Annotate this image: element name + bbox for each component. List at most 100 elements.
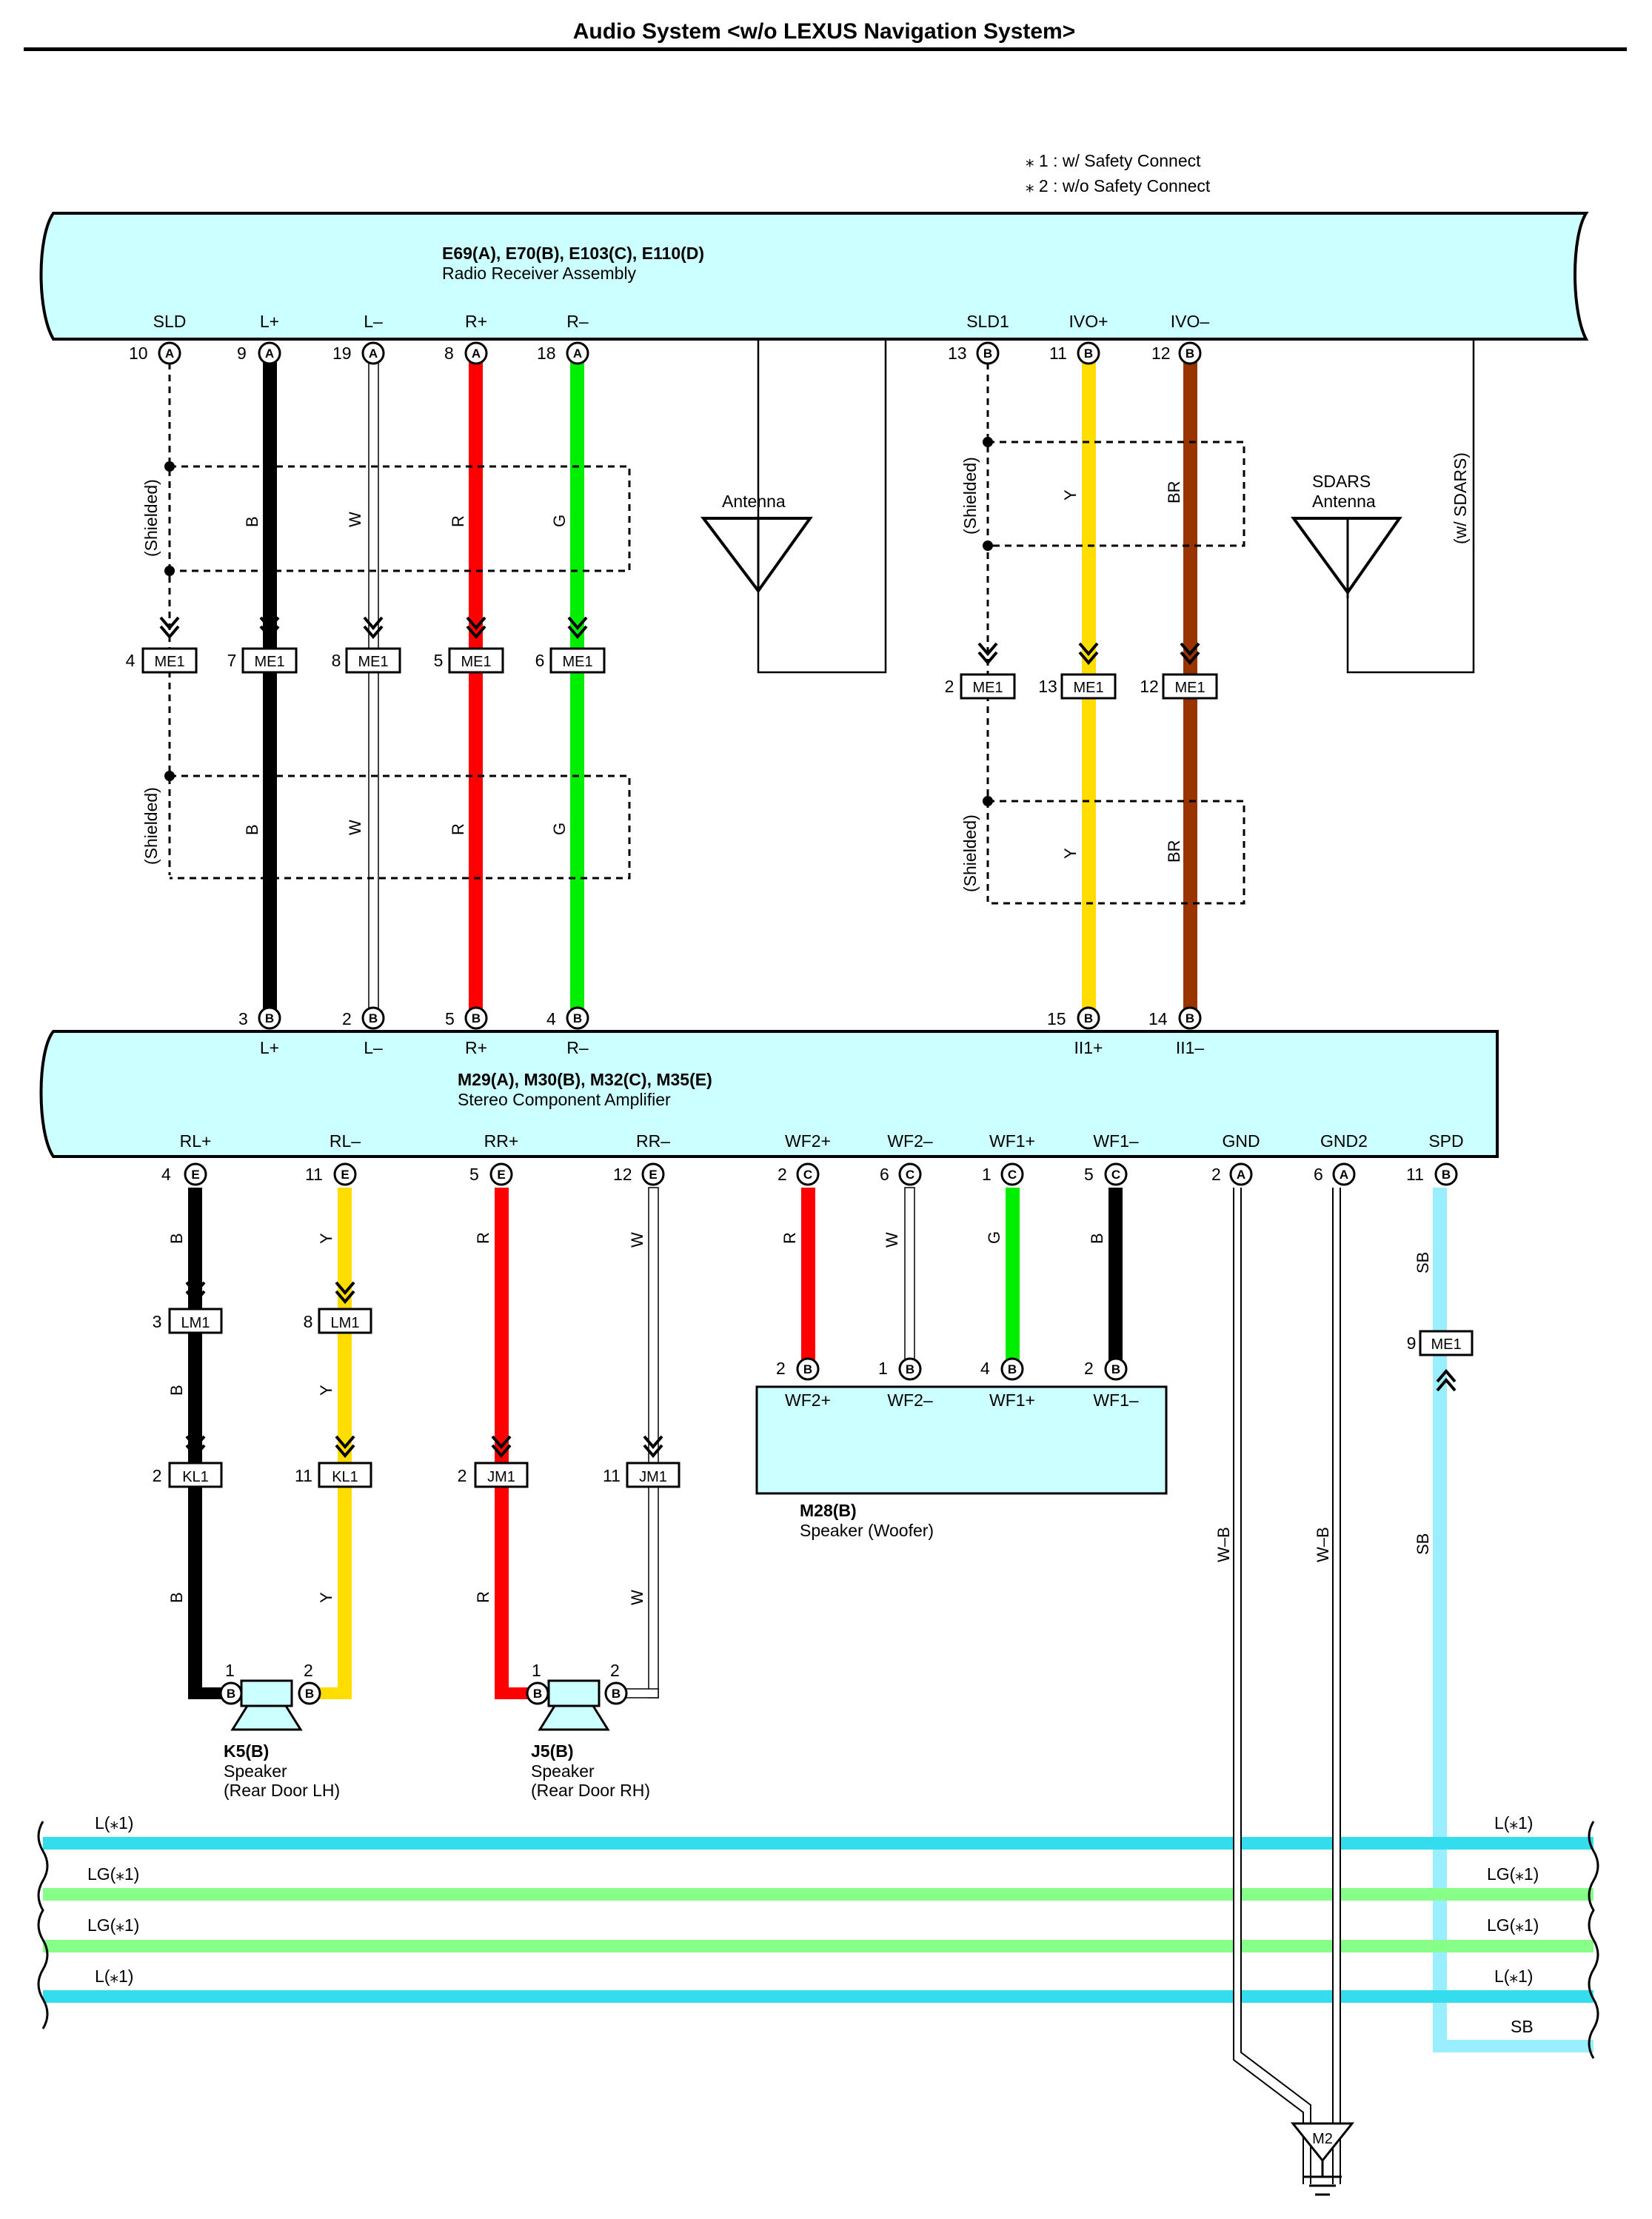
svg-text:Y: Y — [1061, 848, 1080, 859]
amp-terminal-wf1-plus: WF1+ 1 C — [982, 1131, 1035, 1186]
svg-text:B: B — [1111, 1362, 1120, 1376]
svg-text:B: B — [167, 1385, 186, 1396]
svg-text:A: A — [369, 347, 378, 361]
svg-text:SPD: SPD — [1428, 1131, 1463, 1151]
svg-text:B: B — [265, 1011, 274, 1025]
svg-text:WF2–: WF2– — [887, 1390, 933, 1410]
svg-text:B: B — [983, 347, 992, 361]
svg-text:ME1: ME1 — [254, 654, 284, 670]
amp-terminal-l-minus: 2 B L– — [342, 1006, 385, 1057]
svg-text:B: B — [167, 1233, 186, 1244]
amp-terminal-r-minus: 4 B R– — [546, 1006, 589, 1057]
shield-drain-dots — [164, 437, 993, 806]
svg-text:G: G — [550, 823, 569, 835]
svg-text:3: 3 — [153, 1312, 162, 1331]
sdars-feed-wire — [1346, 339, 1475, 674]
radio-receiver-name: Radio Receiver Assembly — [442, 264, 637, 283]
shield-box-right-lower — [988, 800, 1245, 905]
speaker-lh-location: (Rear Door LH) — [224, 1781, 340, 1800]
sdars-antenna-line1: SDARS — [1312, 472, 1371, 491]
radio-terminal-l-minus: L– 19 A — [332, 312, 385, 365]
svg-text:ME1: ME1 — [972, 680, 1003, 696]
svg-text:4: 4 — [980, 1359, 990, 1378]
svg-text:2: 2 — [777, 1165, 787, 1184]
svg-text:11: 11 — [295, 1466, 312, 1485]
svg-text:4: 4 — [546, 1009, 556, 1028]
svg-text:WF1+: WF1+ — [989, 1390, 1035, 1410]
svg-text:II1+: II1+ — [1074, 1038, 1103, 1057]
connector-jm1-pin2: 2 JM1 — [458, 1462, 529, 1488]
svg-text:W: W — [628, 1232, 646, 1248]
svg-text:14: 14 — [1148, 1009, 1168, 1028]
svg-text:E: E — [497, 1168, 505, 1182]
woofer-name: Speaker (Woofer) — [800, 1521, 934, 1540]
svg-text:WF2+: WF2+ — [785, 1390, 831, 1410]
svg-text:B: B — [1008, 1362, 1017, 1376]
svg-text:ME1: ME1 — [461, 654, 491, 670]
svg-text:11: 11 — [603, 1466, 621, 1485]
svg-text:A: A — [1340, 1168, 1348, 1182]
wire-color-labels: B W R G B W R G Y BR Y BR B B B Y Y Y R … — [167, 481, 1432, 1605]
amp-terminal-rl-minus: RL– 11 E — [305, 1131, 361, 1186]
svg-text:ME1: ME1 — [1174, 680, 1205, 696]
svg-text:9: 9 — [1407, 1333, 1417, 1353]
svg-text:R: R — [474, 1591, 492, 1603]
svg-text:C: C — [1111, 1168, 1120, 1182]
svg-text:8: 8 — [332, 651, 341, 670]
amp-terminal-wf1-minus: WF1– 5 C — [1084, 1131, 1139, 1186]
speaker-rh-name: Speaker — [531, 1761, 595, 1781]
svg-text:1: 1 — [982, 1165, 991, 1184]
bus-line-3-right: LG(⁎1) — [1487, 1915, 1539, 1935]
ground-wire-overlay — [1233, 1835, 1341, 2007]
svg-text:GND2: GND2 — [1320, 1131, 1368, 1151]
svg-text:B: B — [472, 1011, 481, 1025]
svg-text:R+: R+ — [465, 312, 487, 331]
radio-receiver-codes: E69(A), E70(B), E103(C), E110(D) — [442, 244, 704, 263]
amp-terminal-ii1-plus: 15 B II1+ — [1047, 1006, 1103, 1057]
svg-text:Y: Y — [1061, 489, 1080, 501]
bus-line-2-left: LG(⁎1) — [87, 1864, 139, 1884]
antenna-icon — [700, 517, 813, 594]
speaker-rh-location: (Rear Door RH) — [531, 1781, 650, 1800]
svg-text:II1–: II1– — [1176, 1038, 1205, 1057]
svg-text:1: 1 — [532, 1661, 541, 1680]
svg-text:G: G — [985, 1231, 1003, 1244]
radio-terminal-r-minus: R– 18 A — [537, 312, 589, 365]
bus-line-3-left: LG(⁎1) — [87, 1915, 139, 1935]
svg-text:IVO–: IVO– — [1171, 312, 1210, 331]
svg-text:4: 4 — [126, 651, 136, 670]
amplifier-name: Stereo Component Amplifier — [458, 1090, 671, 1109]
svg-text:B: B — [227, 1687, 235, 1701]
connector-me1-pin13: 13 ME1 — [1038, 673, 1117, 700]
wires-lower-group — [188, 1187, 1447, 2184]
antenna-label: Antenna — [722, 492, 786, 511]
speaker-lh-name: Speaker — [224, 1761, 287, 1781]
svg-text:C: C — [803, 1168, 812, 1182]
woofer-terminal-wf1-plus: 4 B WF1+ — [980, 1357, 1035, 1410]
radio-terminal-sld1: SLD1 13 B — [948, 312, 1009, 365]
svg-text:B: B — [1088, 1233, 1106, 1244]
bus-line-sb-label: SB — [1511, 2017, 1534, 2036]
speaker-lh-terminal-2: 2 B — [298, 1661, 321, 1705]
amp-terminal-gnd2: GND2 6 A — [1314, 1131, 1368, 1186]
connector-me1-pin5: 5 ME1 — [434, 647, 504, 674]
svg-text:Y: Y — [317, 1233, 335, 1244]
svg-text:Y: Y — [317, 1385, 335, 1396]
sdars-note: (w/ SDARS) — [1451, 452, 1470, 544]
antenna-feed-wire — [757, 339, 887, 674]
sdars-antenna-line2: Antenna — [1312, 492, 1376, 511]
connector-me1-pin8: 8 ME1 — [332, 647, 401, 674]
amplifier-codes: M29(A), M30(B), M32(C), M35(E) — [458, 1070, 712, 1089]
svg-text:5: 5 — [1084, 1165, 1094, 1184]
radio-terminal-l-plus: L+ 9 A — [237, 312, 281, 365]
svg-text:SLD1: SLD1 — [966, 312, 1009, 331]
connector-kl1-pin11: 11 KL1 — [295, 1462, 372, 1488]
svg-text:L–: L– — [364, 312, 383, 331]
woofer-terminal-wf2-minus: 1 B WF2– — [878, 1357, 933, 1410]
svg-text:1: 1 — [878, 1359, 888, 1378]
svg-text:R–: R– — [566, 1038, 589, 1057]
connector-me1-pin2: 2 ME1 — [945, 673, 1016, 700]
bus-line-4-left: L(⁎1) — [95, 1967, 133, 1986]
svg-text:ME1: ME1 — [1073, 680, 1103, 696]
